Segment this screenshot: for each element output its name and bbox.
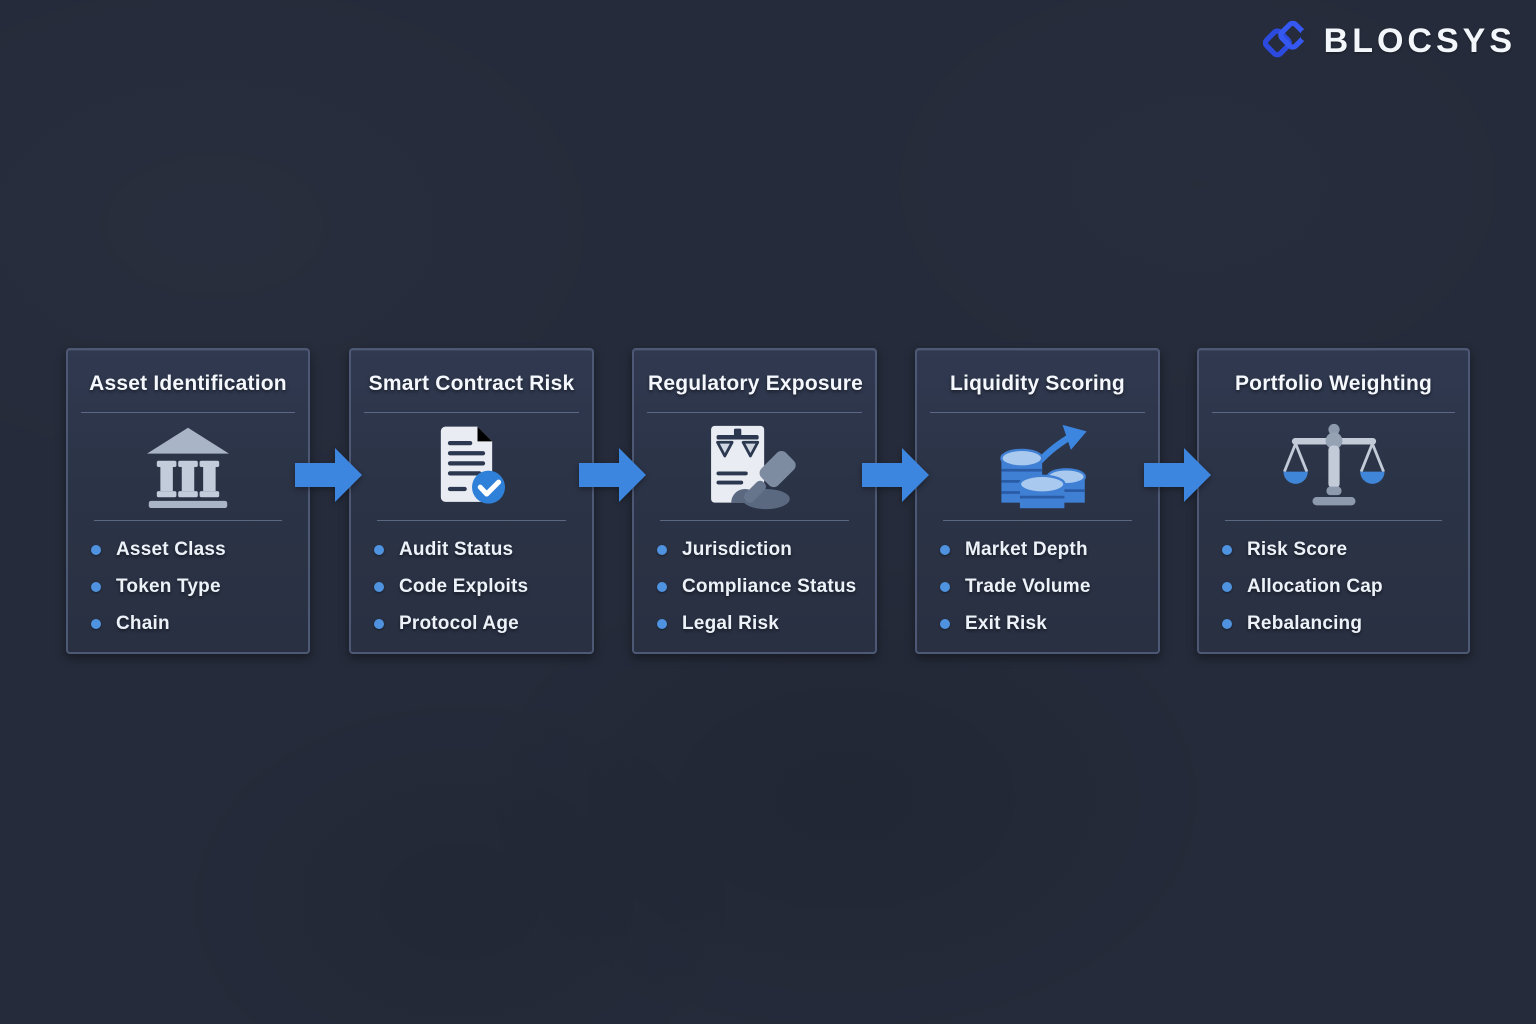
arrow-right-icon <box>579 448 646 502</box>
bullet-dot <box>657 619 667 629</box>
list-item: Protocol Age <box>374 610 569 638</box>
list-item: Exit Risk <box>940 610 1135 638</box>
bullet-dot <box>1222 545 1232 555</box>
brand-logo-text: BLOCSYS <box>1323 21 1516 60</box>
list-item: Audit Status <box>374 536 569 564</box>
list-item: Legal Risk <box>657 610 852 638</box>
bullet-dot <box>374 619 384 629</box>
bullet-dot <box>91 582 101 592</box>
list-item: Jurisdiction <box>657 536 852 564</box>
bullet-dot <box>657 545 667 555</box>
icon-divider <box>94 520 282 521</box>
brand-logo: BLOCSYS <box>1261 16 1516 66</box>
list-item: Compliance Status <box>657 573 856 601</box>
bullet-dot <box>374 582 384 592</box>
step-title: Regulatory Exposure <box>648 372 864 395</box>
step-title: Portfolio Weighting <box>1234 372 1433 395</box>
list-item: Risk Score <box>1222 536 1445 564</box>
title-divider <box>81 412 295 413</box>
icon-divider <box>1225 520 1442 521</box>
arrow-right-icon <box>295 448 362 502</box>
title-divider <box>930 412 1145 413</box>
list-item: Token Type <box>91 573 285 601</box>
title-divider <box>364 412 579 413</box>
bullet-dot <box>940 582 950 592</box>
bullet-dot <box>91 545 101 555</box>
arrow-right-icon <box>862 448 929 502</box>
bullet-dot <box>1222 619 1232 629</box>
bullet-dot <box>374 545 384 555</box>
step-card-smart-contract-risk: Smart Contract Risk Audit St <box>349 348 594 654</box>
list-item: Chain <box>91 610 285 638</box>
balance-scale-icon <box>1282 423 1385 505</box>
list-item: Market Depth <box>940 536 1135 564</box>
list-item: Rebalancing <box>1222 610 1445 638</box>
coins-growth-icon <box>999 424 1087 508</box>
step-card-regulatory-exposure: Regulatory Exposure <box>632 348 877 654</box>
step-card-liquidity-scoring: Liquidity Scoring <box>915 348 1160 654</box>
document-check-icon <box>440 426 505 504</box>
bullet-dot <box>940 545 950 555</box>
arrow-right-icon <box>1144 448 1211 502</box>
interlocked-diamonds-icon <box>1262 20 1311 58</box>
list-item: Allocation Cap <box>1222 573 1445 601</box>
bullet-dot <box>91 619 101 629</box>
title-divider <box>1212 412 1455 413</box>
bullet-dot <box>1222 582 1232 592</box>
icon-divider <box>943 520 1132 521</box>
icon-divider <box>660 520 849 521</box>
list-item: Trade Volume <box>940 573 1135 601</box>
step-title: Smart Contract Risk <box>368 372 575 395</box>
title-divider <box>647 412 862 413</box>
step-title: Asset Identification <box>89 372 287 395</box>
list-item: Code Exploits <box>374 573 569 601</box>
bank-icon <box>147 427 229 508</box>
list-item: Asset Class <box>91 536 285 564</box>
step-title: Liquidity Scoring <box>950 372 1125 395</box>
scales-gavel-icon <box>710 425 796 509</box>
bullet-dot <box>940 619 950 629</box>
step-card-asset-identification: Asset Identification Asset Class Toke <box>66 348 310 654</box>
step-card-portfolio-weighting: Portfolio Weighting Risk <box>1197 348 1470 654</box>
icon-divider <box>377 520 566 521</box>
bullet-dot <box>657 582 667 592</box>
